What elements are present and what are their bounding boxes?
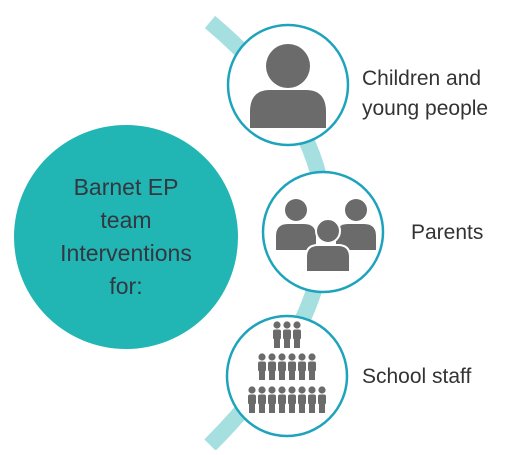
school-staff-label: School staff [362, 362, 471, 392]
hub-line-1: Barnet EP [73, 174, 179, 200]
crowd-figure [278, 386, 286, 413]
crowd-figure [288, 353, 296, 380]
parents-label: Parents [411, 218, 483, 248]
crowd-figure [268, 353, 276, 380]
crowd-figure [318, 386, 326, 413]
school-staff-node [225, 314, 349, 438]
hub-line-3: Interventions [60, 240, 192, 266]
school-staff-node-ring [225, 314, 349, 438]
crowd-figure [283, 321, 291, 348]
crowd-icon [248, 321, 326, 413]
crowd-figure [298, 353, 306, 380]
crowd-figure [248, 386, 256, 413]
crowd-figure [268, 386, 276, 413]
parents-label-line-1: Parents [411, 221, 484, 244]
crowd-figure [273, 321, 281, 348]
group-icon [276, 199, 376, 273]
children-label-line-2: young people [362, 97, 489, 120]
hub-line-4: for: [109, 273, 143, 299]
children-node [226, 23, 350, 147]
crowd-figure [298, 386, 306, 413]
crowd-figure [293, 321, 301, 348]
crowd-figure [288, 386, 296, 413]
school-staff-label-line-1: School staff [362, 365, 472, 388]
children-label-line-1: Children and [362, 67, 482, 90]
parents-node [261, 170, 385, 294]
hub-circle: Barnet EP team Interventions for: [14, 125, 238, 349]
hub-line-2: team [100, 207, 152, 233]
crowd-figure [258, 353, 266, 380]
crowd-figure [308, 386, 316, 413]
crowd-figure [258, 386, 266, 413]
person-icon [250, 44, 326, 128]
crowd-figure [308, 353, 316, 380]
children-label: Children and young people [362, 64, 488, 124]
crowd-figure [278, 353, 286, 380]
